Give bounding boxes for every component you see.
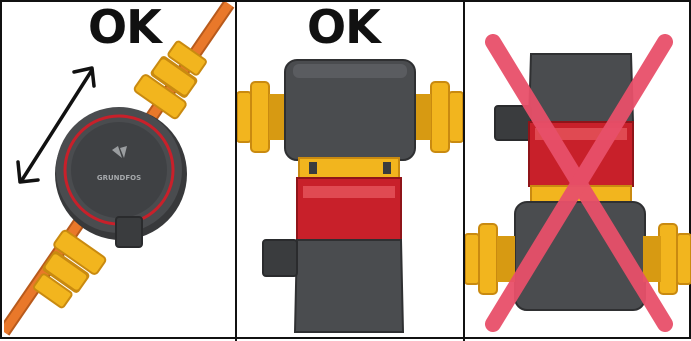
panel-vertical-ok: OK: [237, 2, 463, 341]
pump-vertical-wrong-illustration: [465, 2, 691, 337]
ok-label-1: OK: [88, 4, 161, 50]
panel-vertical-wrong: [465, 2, 691, 341]
pump-motor: [295, 240, 403, 332]
brand-text: GRUNDFOS: [97, 174, 141, 182]
left-fitting: [237, 82, 287, 152]
panel-diagonal: GRUNDFOS OK: [4, 2, 235, 341]
left-fitting: [465, 224, 515, 294]
ok-label-2: OK: [307, 4, 380, 50]
connector-box: [116, 217, 142, 247]
housing-highlight: [293, 64, 407, 78]
connector-box: [495, 106, 531, 140]
connector-box: [263, 240, 297, 276]
pump-face: [71, 122, 167, 218]
right-fitting: [643, 224, 691, 294]
right-fitting: [413, 82, 463, 152]
